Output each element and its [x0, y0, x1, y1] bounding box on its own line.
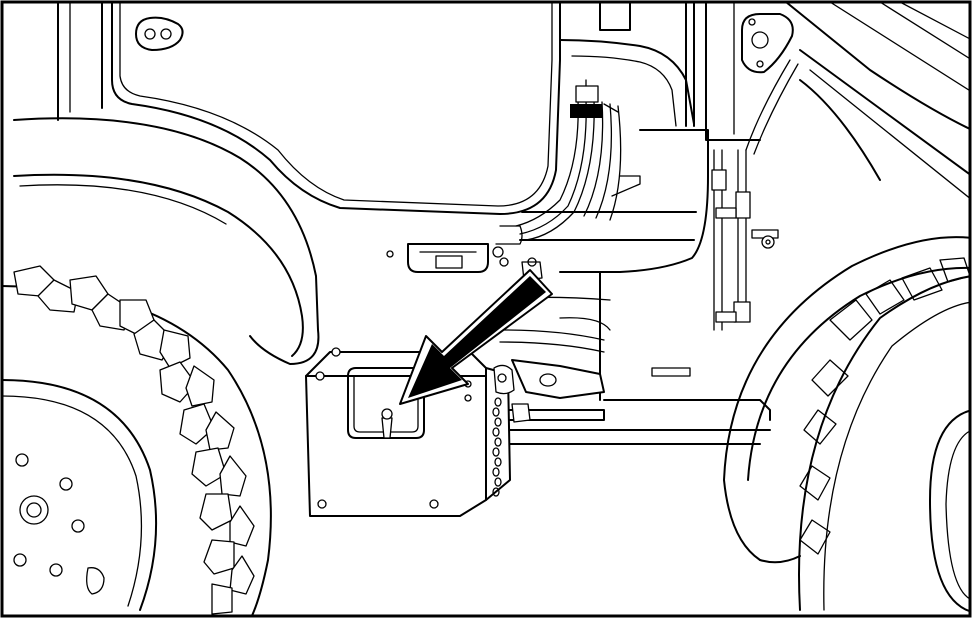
arrow-icon: [399, 269, 553, 405]
right-hydraulic-lines: [711, 2, 970, 331]
center-frame: [386, 129, 779, 445]
right-wheel: [723, 236, 970, 613]
left-fender: [13, 117, 320, 365]
hose-bundle: [492, 79, 622, 258]
cab-body: [57, 2, 761, 215]
disconnect-box: [305, 347, 511, 517]
left-wheel: [2, 265, 272, 616]
